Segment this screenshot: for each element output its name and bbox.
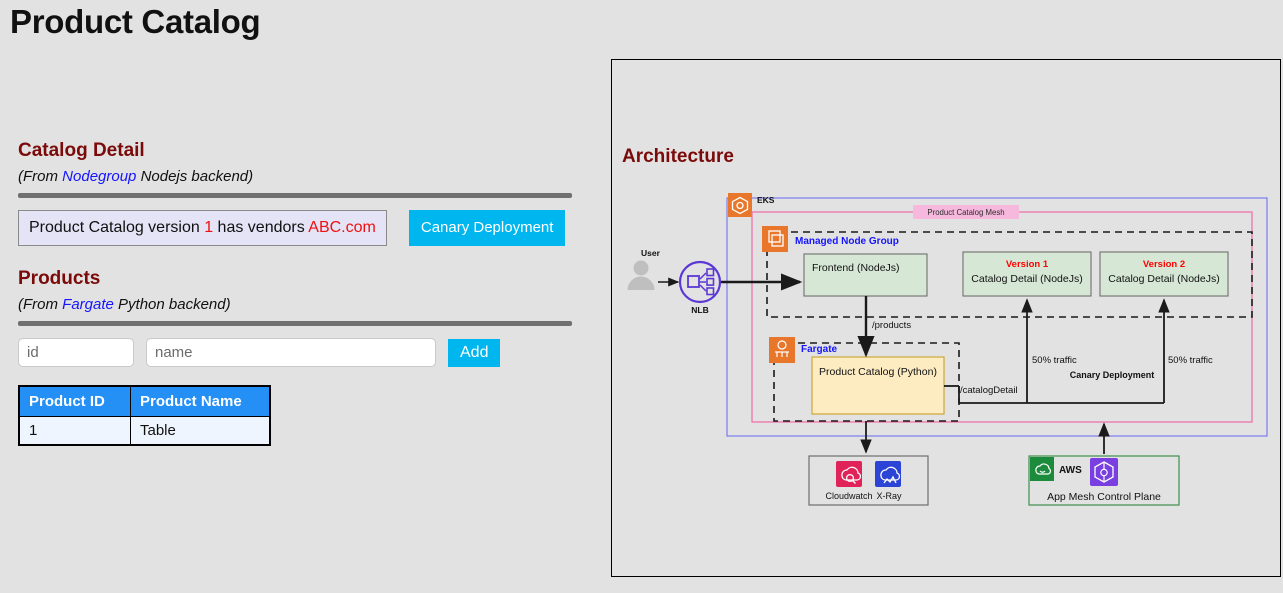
app-mesh-box bbox=[1028, 455, 1180, 506]
catalog-message-mid: has vendors bbox=[213, 219, 309, 236]
edge-label-catalogdetail: /catalogDetail bbox=[960, 385, 1018, 396]
aws-label: AWS bbox=[1059, 465, 1082, 476]
app-mesh-label: App Mesh Control Plane bbox=[1047, 491, 1161, 503]
cloudwatch-label: Cloudwatch bbox=[825, 491, 872, 501]
catalog-detail-row: Product Catalog version 1 has vendors AB… bbox=[18, 210, 593, 246]
managed-node-group-boundary bbox=[766, 231, 1253, 318]
product-catalog-label: Product Catalog (Python) bbox=[819, 366, 937, 378]
frontend-box bbox=[803, 253, 928, 297]
edge-label-traffic-right: 50% traffic bbox=[1168, 355, 1213, 366]
column-header-product-id: Product ID bbox=[18, 385, 131, 417]
version2-box bbox=[1099, 251, 1229, 297]
aws-icon bbox=[1030, 457, 1054, 481]
catalog-subtitle-highlight: Nodegroup bbox=[62, 168, 137, 185]
canary-deployment-button[interactable]: Canary Deployment bbox=[408, 210, 566, 246]
architecture-diagram: EKS Product Catalog Mesh Managed Node Gr… bbox=[612, 60, 1282, 578]
catalog-detail-heading: Catalog Detail bbox=[18, 140, 145, 161]
version2-subtitle: Catalog Detail (NodeJs) bbox=[1108, 273, 1219, 285]
cell-product-id: 1 bbox=[18, 416, 131, 446]
edge-label-traffic-left: 50% traffic bbox=[1032, 355, 1077, 366]
catalog-divider bbox=[18, 193, 572, 198]
fargate-boundary bbox=[773, 342, 960, 422]
eks-boundary bbox=[726, 197, 1268, 437]
nlb-icon bbox=[678, 260, 722, 304]
products-subtitle-pre: (From bbox=[18, 296, 63, 313]
version2-title: Version 2 bbox=[1143, 259, 1185, 270]
products-subtitle-highlight: Fargate bbox=[62, 296, 114, 313]
catalog-version-number: 1 bbox=[204, 219, 214, 236]
catalog-detail-subtitle: (From Nodegroup Nodejs backend) bbox=[18, 168, 593, 185]
left-column: Catalog Detail (From Nodegroup Nodejs ba… bbox=[18, 140, 593, 446]
cell-product-name: Table bbox=[130, 416, 271, 446]
architecture-heading: Architecture bbox=[622, 146, 734, 167]
eks-icon bbox=[728, 193, 752, 217]
products-subtitle-post: Python backend) bbox=[113, 296, 231, 313]
products-table: Product ID Product Name 1 Table bbox=[18, 385, 271, 446]
mesh-label-chip bbox=[913, 205, 1019, 219]
product-name-input[interactable] bbox=[146, 338, 436, 367]
canary-deployment-label: Canary Deployment bbox=[1070, 370, 1155, 380]
catalog-vendor-name: ABC.com bbox=[308, 219, 376, 236]
products-subtitle: (From Fargate Python backend) bbox=[18, 296, 593, 313]
column-header-product-name: Product Name bbox=[130, 385, 271, 417]
eks-label: EKS bbox=[757, 195, 775, 205]
xray-label: X-Ray bbox=[876, 491, 902, 501]
product-id-input[interactable] bbox=[18, 338, 134, 367]
architecture-panel: Architecture bbox=[611, 59, 1281, 577]
xray-icon bbox=[875, 461, 901, 487]
version1-title: Version 1 bbox=[1006, 259, 1049, 270]
nlb-label: NLB bbox=[691, 305, 708, 315]
version1-subtitle: Catalog Detail (NodeJs) bbox=[971, 273, 1082, 285]
edge-label-products: /products bbox=[872, 320, 911, 331]
page-title: Product Catalog bbox=[10, 3, 261, 40]
catalog-subtitle-pre: (From bbox=[18, 168, 63, 185]
cloudwatch-icon bbox=[836, 461, 862, 487]
frontend-label: Frontend (NodeJs) bbox=[812, 262, 900, 274]
user-label: User bbox=[641, 248, 661, 258]
fargate-icon bbox=[769, 337, 795, 363]
observability-box bbox=[808, 455, 929, 506]
add-product-form: Add bbox=[18, 338, 593, 367]
catalog-message-pre: Product Catalog version bbox=[29, 219, 205, 236]
table-row: 1 Table bbox=[18, 416, 271, 446]
user-icon bbox=[627, 260, 655, 290]
managed-node-group-label: Managed Node Group bbox=[795, 236, 899, 247]
catalog-message-box: Product Catalog version 1 has vendors AB… bbox=[18, 210, 387, 246]
app-mesh-icon bbox=[1090, 458, 1118, 486]
mesh-label: Product Catalog Mesh bbox=[927, 208, 1004, 217]
version1-box bbox=[962, 251, 1092, 297]
table-header-row: Product ID Product Name bbox=[18, 385, 271, 417]
add-product-button[interactable]: Add bbox=[448, 338, 501, 367]
managed-node-group-icon bbox=[762, 226, 788, 252]
fargate-label: Fargate bbox=[801, 344, 838, 355]
catalog-subtitle-post: Nodejs backend) bbox=[136, 168, 254, 185]
products-divider bbox=[18, 321, 572, 326]
products-heading: Products bbox=[18, 268, 101, 289]
